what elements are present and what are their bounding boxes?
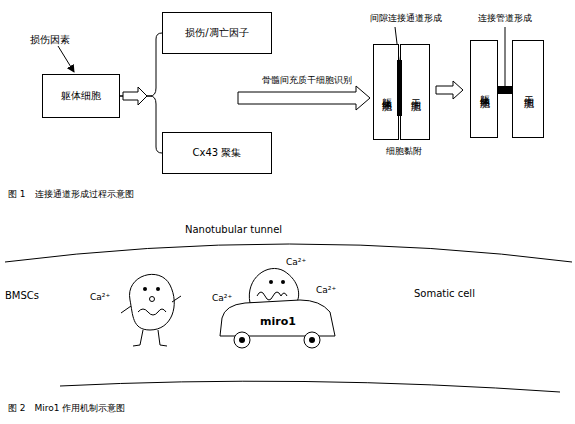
cristae	[257, 292, 287, 300]
mouth	[150, 297, 155, 302]
mitochondrion	[249, 268, 298, 303]
eye	[269, 280, 273, 284]
cell-box: 躯体细胞	[373, 44, 399, 140]
car-body	[220, 300, 335, 336]
mitochondrion	[130, 274, 175, 330]
arrow-label: 骨髓间充质干细胞识别	[262, 76, 352, 86]
node-text: Cx43 聚集	[193, 147, 242, 160]
figure-caption: 图 2 Miro1 作用机制示意图	[8, 404, 125, 414]
protein-label: miro1	[260, 316, 296, 328]
stage-label: 细胞黏附	[386, 147, 422, 157]
brace-connector	[120, 33, 162, 96]
cristae	[138, 309, 166, 315]
callout-label: 连接管道形成	[478, 14, 532, 24]
cell-box: 干细胞	[512, 40, 544, 138]
callout-label: 间隙连接通道形成	[370, 14, 442, 24]
ion-label: Ca²⁺	[90, 293, 110, 303]
tunnel-tube	[497, 86, 513, 94]
connector-line	[120, 96, 162, 153]
factor-box: Cx43 聚集	[162, 132, 272, 174]
cell-box: 躯体细胞	[470, 40, 498, 138]
cell-label: Somatic cell	[414, 288, 475, 299]
gap-junction-bar	[397, 60, 402, 116]
cell-box: 干细胞	[400, 44, 430, 140]
ion-label: Ca²⁺	[286, 258, 306, 268]
cause-arrow	[58, 46, 74, 72]
node-text: 干细胞	[522, 88, 535, 91]
limbs	[121, 296, 181, 346]
eye	[156, 287, 160, 291]
hollow-arrow	[123, 87, 147, 105]
node-text: 损伤/凋亡因子	[185, 27, 248, 40]
node-text: 躯体细胞	[478, 87, 491, 91]
connector-line	[120, 33, 162, 96]
cell-box: 躯体细胞	[42, 74, 120, 118]
wheel-hub	[309, 337, 315, 343]
tunnel-wall	[60, 381, 560, 392]
hollow-arrow	[436, 81, 463, 99]
tunnel-label: Nanotubular tunnel	[185, 224, 282, 235]
wheel	[234, 332, 250, 348]
brace-connector	[120, 96, 162, 153]
figure-caption: 图 1 连接通道形成过程示意图	[8, 190, 134, 200]
node-text: 干细胞	[409, 91, 422, 94]
ion-label: Ca²⁺	[212, 294, 232, 304]
node-text: 躯体细胞	[61, 90, 101, 103]
wheel	[304, 332, 320, 348]
leader-line	[505, 27, 506, 86]
wheel-hub	[239, 337, 245, 343]
factor-box: 损伤/凋亡因子	[162, 12, 272, 54]
ion-label: Ca²⁺	[316, 286, 336, 296]
eye	[143, 287, 147, 291]
eye	[281, 280, 285, 284]
cause-label: 损伤因素	[30, 34, 70, 45]
hollow-arrow	[238, 86, 370, 110]
cell-label: BMSCs	[5, 290, 39, 301]
node-text: 躯体细胞	[380, 90, 393, 94]
